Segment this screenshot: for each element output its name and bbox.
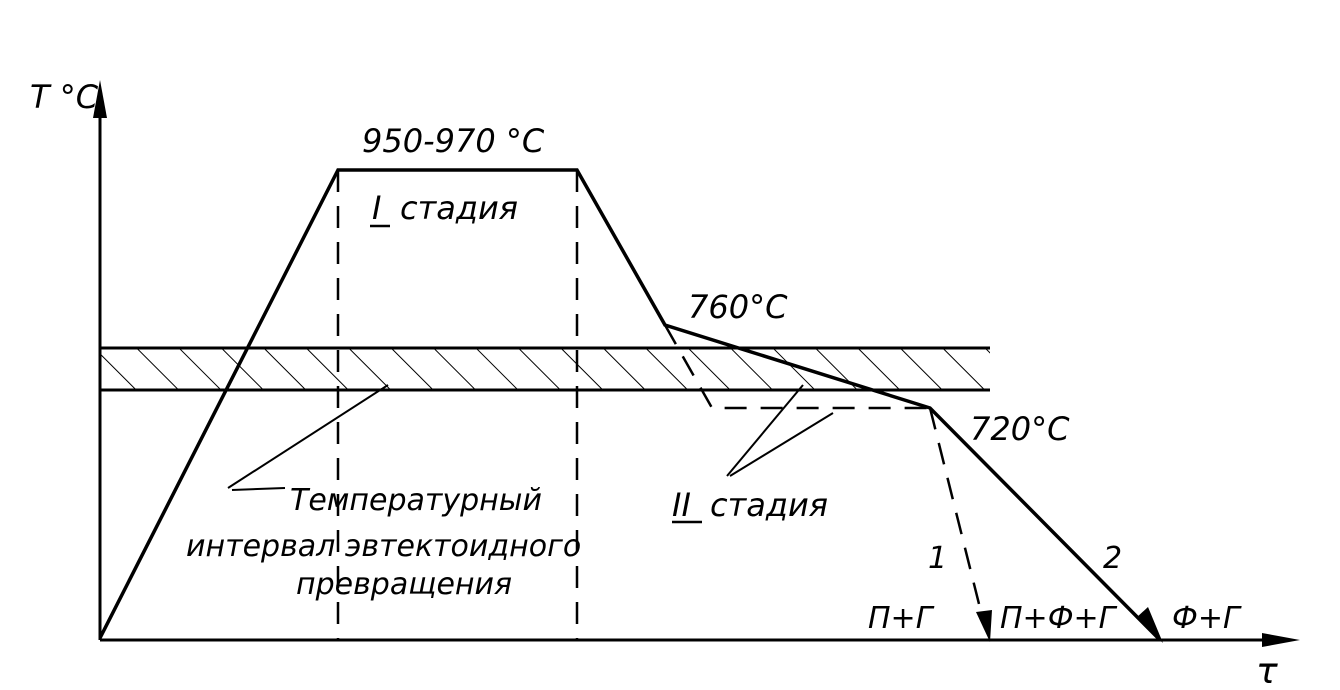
interval-label-line-2: интервал эвтектоидного (186, 529, 581, 564)
leader-lines (227, 384, 834, 491)
stage-two-label: стадия (710, 486, 828, 524)
phase-label-p-g: П+Г (868, 601, 935, 636)
interval-label-line-3: превращения (296, 567, 512, 602)
soak-temperature-label: 950-970 °C (362, 122, 545, 160)
x-axis-label: τ (1256, 651, 1278, 690)
stage-one-numeral: I (372, 189, 381, 227)
axes (93, 80, 1300, 647)
path-1-number: 1 (928, 541, 947, 576)
interval-label-line-1: Температурный (290, 483, 542, 518)
stage-two-leader-2 (729, 412, 834, 477)
stage-one-label: стадия (400, 189, 518, 227)
y-axis-arrow-icon (93, 80, 107, 118)
temperature-720-label: 720°C (970, 410, 1070, 448)
path-1-arrow-icon (976, 610, 992, 642)
interval-leader-1 (227, 384, 389, 489)
heat-treatment-curve (98, 168, 1162, 642)
x-axis-arrow-icon (1262, 633, 1300, 647)
path-2-arrow-icon (1136, 607, 1163, 643)
stage-guides (336, 170, 579, 640)
phase-label-f-g: Ф+Г (1172, 601, 1242, 636)
phase-label-p-f-g: П+Ф+Г (1000, 601, 1118, 636)
stage-two-numeral: II (672, 486, 691, 524)
stage-two-leader-1 (726, 384, 804, 477)
y-axis-label: T °C (30, 78, 99, 116)
path-2-number: 2 (1103, 541, 1122, 576)
cooling-path-1 (928, 407, 987, 629)
interval-leader-2 (231, 487, 286, 491)
temperature-760-label: 760°C (688, 288, 788, 326)
